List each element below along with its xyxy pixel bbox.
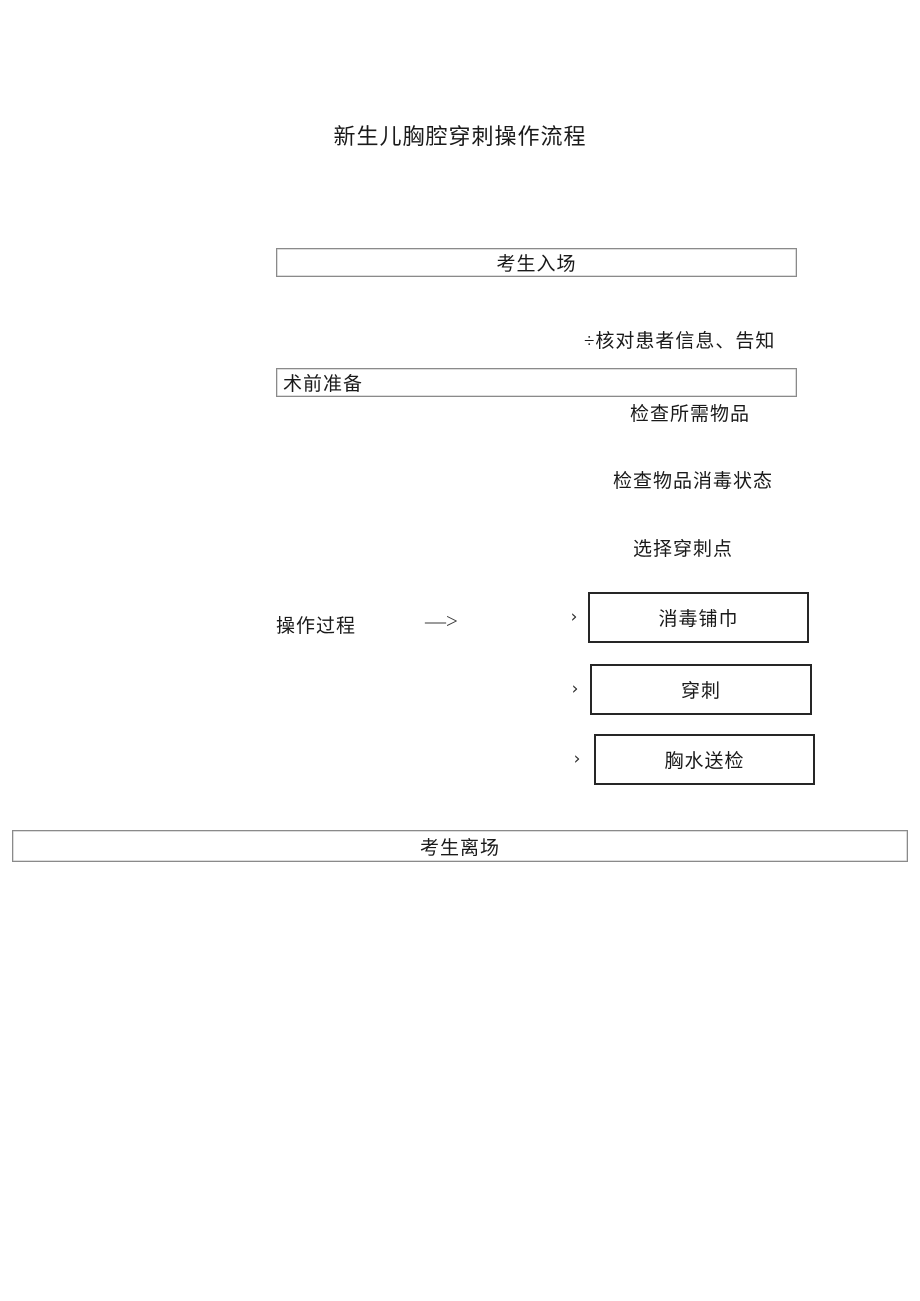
prep-step-check-items: 检查所需物品 — [630, 404, 751, 425]
chevron-right-icon: › — [571, 679, 579, 699]
flow-box-puncture: 穿刺 — [590, 664, 812, 715]
prep-step-verify-patient: ÷核对患者信息、告知 — [584, 331, 776, 352]
flow-box-disinfect-drape: 消毒铺巾 — [588, 592, 809, 643]
process-section-label: 操作过程 — [276, 616, 357, 637]
flow-box-pleural-fluid-specimen: 胸水送检 — [594, 734, 815, 785]
chevron-right-icon: › — [573, 749, 581, 769]
long-arrow-right-icon: —> — [425, 609, 458, 633]
page-title: 新生儿胸腔穿刺操作流程 — [333, 124, 587, 149]
flow-box-candidate-exit: 考生离场 — [12, 830, 908, 862]
flow-box-candidate-entry: 考生入场 — [276, 248, 797, 277]
prep-step-select-puncture-point: 选择穿刺点 — [633, 539, 734, 560]
prep-step-check-sterilization: 检查物品消毒状态 — [613, 471, 774, 492]
chevron-right-icon: › — [570, 607, 578, 627]
flow-box-preoperative-preparation: 术前准备 — [276, 368, 797, 397]
